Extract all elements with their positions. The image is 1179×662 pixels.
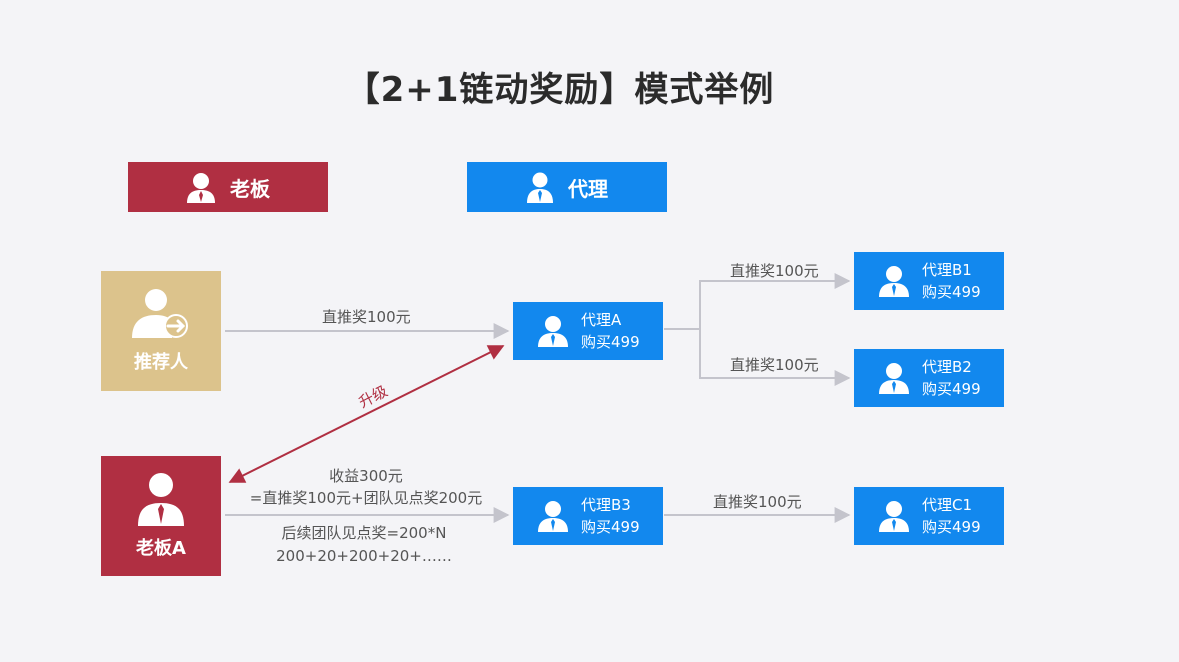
agent-b1-purchase: 购买499 [922,283,981,301]
edge-label-a-to-b1: 直推奖100元 [730,262,819,280]
legend-boss: 老板 [128,162,328,212]
agent-a-name: 代理A [581,311,622,329]
person-icon [138,473,184,526]
agent-c1-purchase: 购买499 [922,518,981,536]
agent-b2-purchase: 购买499 [922,380,981,398]
person-tie-icon [538,501,568,532]
agent-b2-name: 代理B2 [922,358,972,376]
person-tie-icon [879,501,909,532]
followup-line-2: 200+20+200+20+…… [276,547,452,565]
legend-agent: 代理 [467,162,667,212]
income-line-1: 收益300元 [329,467,403,485]
edge-upgrade [228,345,505,483]
edge-label-b3-to-c1: 直推奖100元 [713,493,802,511]
income-note: 收益300元 =直推奖100元+团队见点奖200元 [236,465,496,509]
agent-a-node: 代理A 购买499 [513,302,663,360]
boss-a-label: 老板A [136,538,186,559]
agent-b3-purchase: 购买499 [581,518,640,536]
person-tie-icon [527,172,553,203]
edge-agent-a-to-b1 [699,273,851,329]
page-title: 【2+1链动奖励】模式举例 [345,70,775,110]
agent-b1-node: 代理B1 购买499 [854,252,1004,310]
followup-line-1: 后续团队见点奖=200*N [281,524,447,542]
edge-label-referrer-to-a: 直推奖100元 [322,308,411,326]
person-tie-icon [879,266,909,297]
agent-c1-node: 代理C1 购买499 [854,487,1004,545]
agent-b2-node: 代理B2 购买499 [854,349,1004,407]
followup-note: 后续团队见点奖=200*N 200+20+200+20+…… [244,522,484,568]
agent-c1-name: 代理C1 [922,496,973,514]
edge-label-a-to-b2: 直推奖100元 [730,356,819,374]
person-tie-icon [538,316,568,347]
boss-a-node: 老板A [101,456,221,576]
person-tie-icon [879,363,909,394]
agent-b3-node: 代理B3 购买499 [513,487,663,545]
person-arrow-icon [132,289,188,338]
agent-a-purchase: 购买499 [581,333,640,351]
referrer-node: 推荐人 [101,271,221,391]
edge-agent-a-to-b2 [699,329,851,386]
upgrade-label: 升级 [356,382,391,412]
legend-agent-label: 代理 [568,176,608,201]
income-line-2: =直推奖100元+团队见点奖200元 [249,489,483,507]
person-icon [187,173,215,203]
referrer-label: 推荐人 [134,352,188,373]
agent-b1-name: 代理B1 [922,261,972,279]
agent-b3-name: 代理B3 [581,496,631,514]
legend-boss-label: 老板 [230,176,270,201]
